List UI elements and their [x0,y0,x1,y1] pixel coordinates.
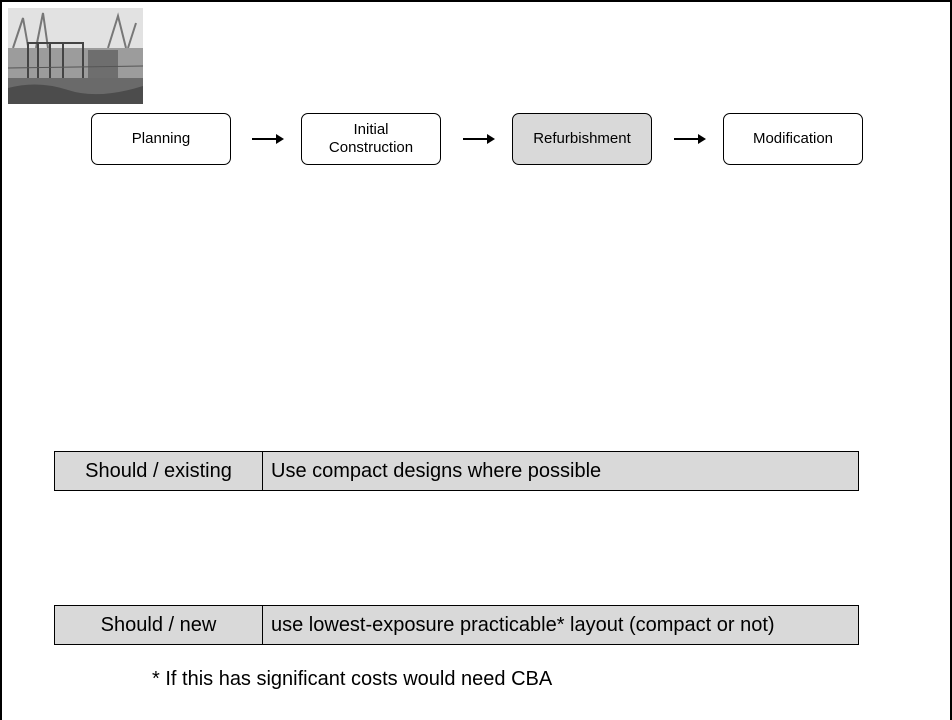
stage-modification: Modification [723,113,863,165]
stage-label: Refurbishment [533,130,631,147]
stage-label: Modification [752,130,834,147]
stage-refurbishment: Refurbishment [512,113,652,165]
requirement-category: Should / existing [55,452,263,490]
footnote: * If this has significant costs would ne… [152,668,553,690]
substation-photo [8,8,143,104]
stage-label: Initial Construction [328,121,414,156]
requirement-row-existing: Should / existing Use compact designs wh… [54,451,859,491]
flow-arrow-3 [674,134,706,144]
requirement-text: Use compact designs where possible [271,459,602,482]
requirement-text: use lowest-exposure practicable* layout … [271,613,775,636]
stage-planning: Planning [91,113,231,165]
stage-label: Planning [131,130,191,147]
flow-arrow-2 [463,134,495,144]
stage-initial-construction: Initial Construction [301,113,441,165]
flow-arrow-1 [252,134,284,144]
requirement-row-new: Should / new use lowest-exposure practic… [54,605,859,645]
requirement-category: Should / new [55,606,263,644]
